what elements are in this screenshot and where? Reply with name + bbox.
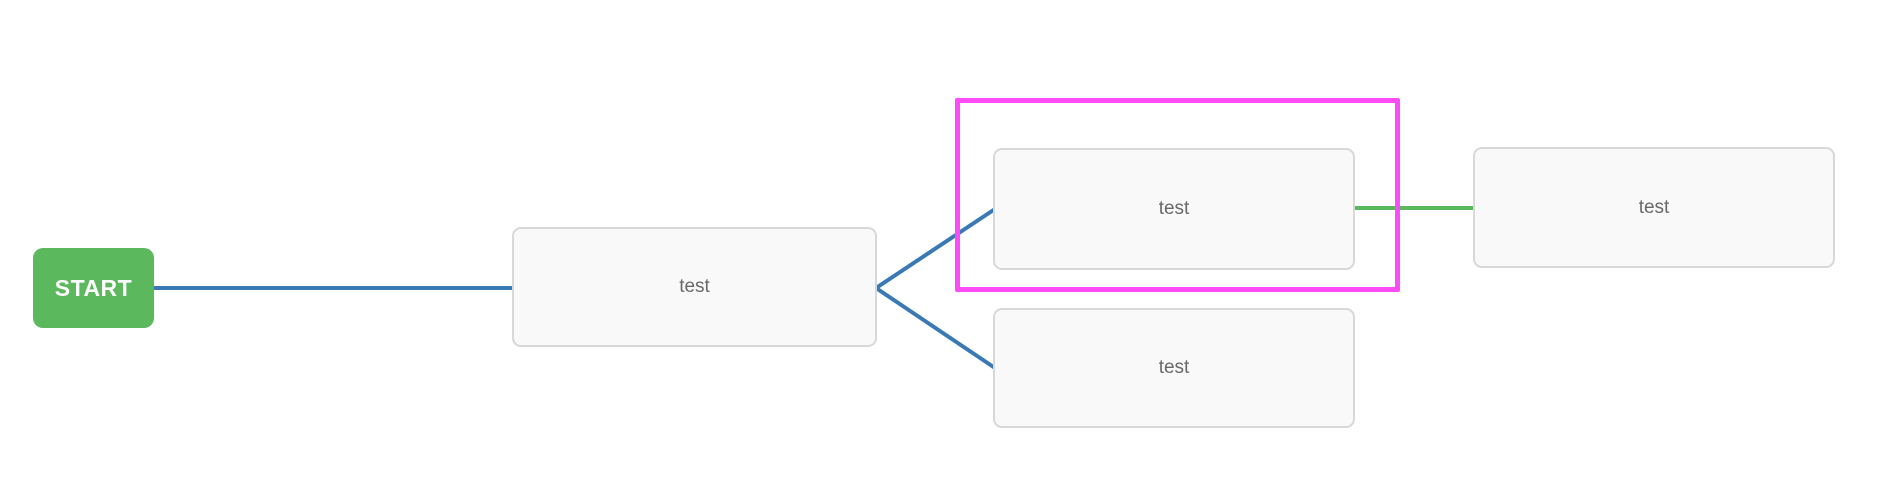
flow-node-4-label: test	[1638, 196, 1670, 218]
flow-node-4[interactable]: test	[1473, 147, 1835, 268]
flow-node-2-label: test	[1158, 198, 1190, 219]
start-node-label: START	[54, 274, 133, 301]
edge-node1-to-node2	[874, 207, 997, 290]
flow-node-2-selected[interactable]: test	[993, 148, 1355, 270]
flow-node-3-label: test	[1158, 357, 1190, 378]
start-node[interactable]: START	[33, 248, 154, 328]
selection-highlight	[955, 98, 1400, 292]
flow-node-3[interactable]: test	[993, 308, 1355, 428]
flow-node-1[interactable]: test	[512, 227, 877, 347]
flow-node-1-label: test	[679, 276, 710, 297]
edge-node1-to-node3	[874, 286, 997, 370]
